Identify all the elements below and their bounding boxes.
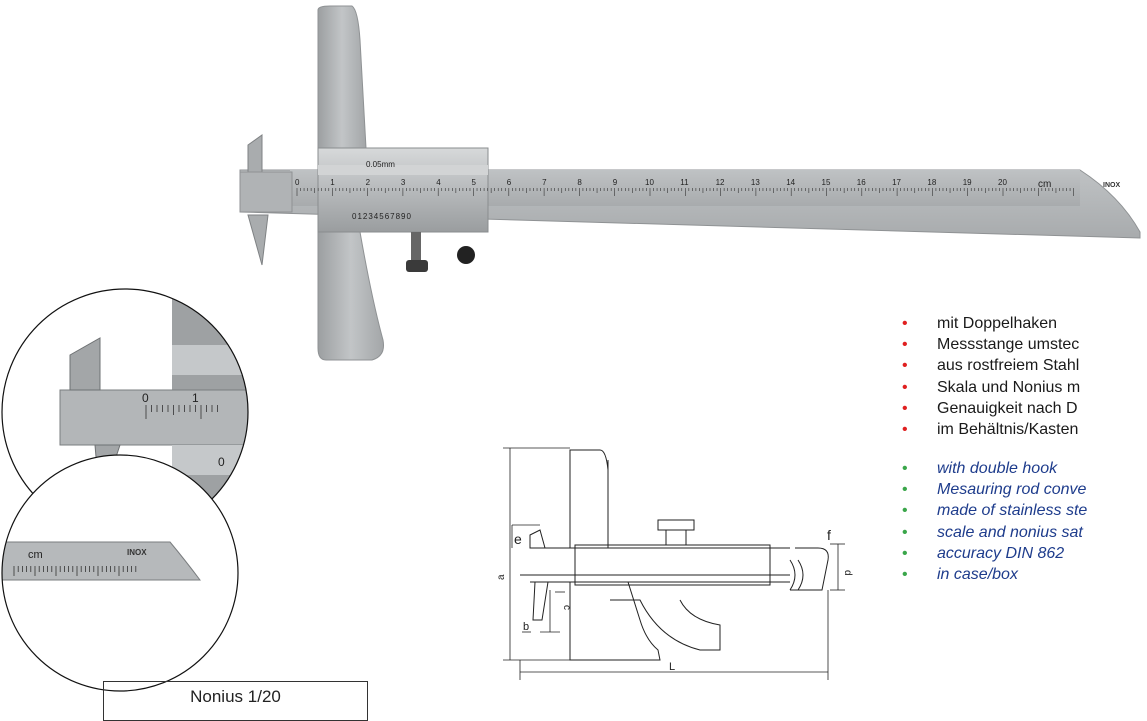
bullet-dot: • — [902, 420, 908, 438]
caliper-fine-screw — [457, 246, 475, 264]
rule-scale-number: 2 — [366, 178, 371, 187]
bullet-dot: • — [902, 460, 908, 477]
feature-en-item: •made of stainless ste — [880, 500, 1087, 521]
bullet-dot: • — [902, 523, 908, 541]
dim-label-b: b — [523, 621, 529, 633]
feature-en-item: •scale and nonius sat — [880, 522, 1087, 543]
rod-end-brand-mark: INOX — [127, 548, 147, 557]
rule-scale-number: 19 — [963, 178, 972, 187]
rule-scale-number: 10 — [645, 178, 654, 187]
dim-label-c: c — [561, 605, 572, 610]
detail-tick-marks — [145, 405, 218, 419]
rule-unit-label: cm — [1038, 179, 1051, 190]
detail-scale-zero: 0 — [142, 391, 149, 405]
feature-de-item: •Skala und Nonius m — [880, 377, 1080, 398]
detail-zoom-rod-end: cm INOX — [1, 454, 239, 692]
dim-label-L: L — [669, 661, 675, 673]
vernier-resolution-label: 0.05mm — [366, 160, 395, 169]
rule-scale-number: 9 — [613, 178, 618, 187]
detail-scale-one: 1 — [192, 391, 199, 405]
rule-scale-number: 8 — [577, 178, 582, 187]
rule-scale-number: 0 — [295, 178, 300, 187]
technical-drawing — [503, 447, 845, 680]
feature-de-item: •mit Doppelhaken — [880, 313, 1080, 334]
rule-scale-number: 6 — [507, 178, 512, 187]
caliper-base-upper — [317, 5, 367, 149]
dim-label-d: d — [842, 570, 853, 576]
bullet-dot: • — [902, 357, 908, 375]
feature-en-item: •in case/box — [880, 564, 1087, 585]
dim-label-f: f — [827, 527, 831, 543]
dim-label-a: a — [496, 574, 507, 580]
feature-de-item: •Genauigkeit nach D — [880, 398, 1080, 419]
rule-scale-number: 16 — [857, 178, 866, 187]
bullet-dot: • — [902, 336, 908, 354]
nonius-label-box: Nonius 1/20 — [103, 681, 368, 721]
caliper-base-lower — [317, 231, 384, 361]
rule-scale-number: 7 — [542, 178, 547, 187]
feature-en-item: •Mesauring rod conve — [880, 479, 1087, 500]
feature-en-item: •with double hook — [880, 458, 1087, 479]
feature-list-en: •with double hook •Mesauring rod conve •… — [880, 458, 1087, 585]
rule-scale-number: 17 — [892, 178, 901, 187]
rule-scale-number: 1 — [330, 178, 335, 187]
feature-de-item: •aus rostfreiem Stahl — [880, 355, 1080, 376]
feature-de-item: •Messstange umstec — [880, 334, 1080, 355]
rule-scale-number: 5 — [472, 178, 477, 187]
vernier-digits: 01234567890 — [352, 212, 412, 221]
feature-list-de: •mit Doppelhaken •Messstange umstec •aus… — [880, 313, 1080, 440]
rule-scale-number: 13 — [751, 178, 760, 187]
rule-scale-number: 15 — [822, 178, 831, 187]
bullet-dot: • — [902, 544, 908, 562]
caliper-lock-screw — [406, 260, 428, 272]
nonius-label: Nonius 1/20 — [190, 687, 281, 706]
rule-scale-number: 20 — [998, 178, 1007, 187]
bullet-dot: • — [902, 565, 908, 583]
bullet-dot: • — [902, 399, 908, 417]
bullet-dot: • — [902, 378, 908, 396]
rule-scale-number: 4 — [436, 178, 441, 187]
rod-end-tick-marks — [13, 566, 137, 576]
bullet-dot: • — [902, 315, 908, 332]
rule-scale-number: 14 — [786, 178, 795, 187]
rule-scale-number: 18 — [927, 178, 936, 187]
feature-de-item: •im Behältnis/Kasten — [880, 419, 1080, 440]
dim-label-e: e — [514, 531, 522, 547]
rule-brand-mark: INOX — [1103, 182, 1120, 189]
bullet-dot: • — [902, 481, 908, 499]
detail-vernier-zero: 0 — [218, 455, 225, 469]
rule-tick-marks — [296, 188, 1074, 196]
feature-en-item: •accuracy DIN 862 — [880, 543, 1087, 564]
rule-scale-number: 12 — [716, 178, 725, 187]
bullet-dot: • — [902, 502, 908, 520]
rule-scale-number: 11 — [680, 178, 689, 187]
rule-scale-number: 3 — [401, 178, 406, 187]
rod-end-unit-label: cm — [28, 549, 43, 561]
